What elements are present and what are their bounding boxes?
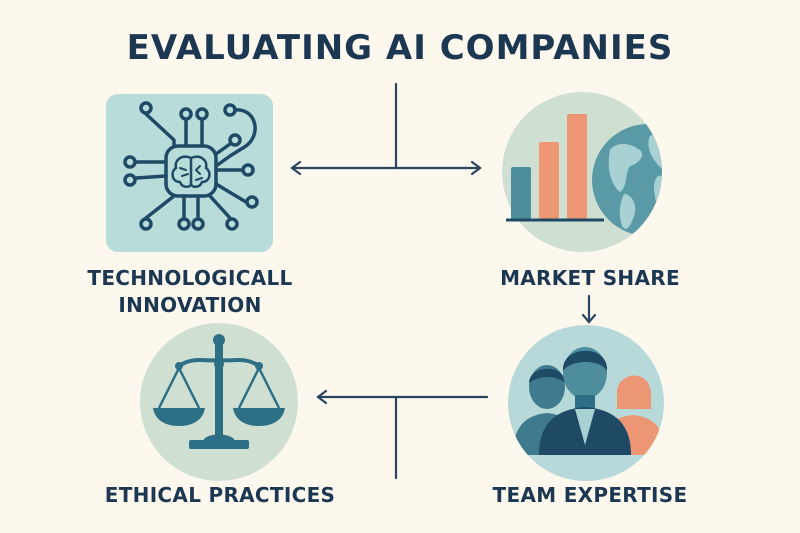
people-group-icon	[505, 325, 670, 485]
label-line-1: TECHNOLOGICALL	[87, 266, 293, 290]
label-team-expertise: TEAM EXPERTISE	[492, 483, 688, 507]
bar-chart-globe-icon	[500, 90, 680, 260]
label-ethical-practices: ETHICAL PRACTICES	[104, 483, 336, 507]
page-title: EVALUATING AI COMPANIES	[126, 28, 674, 68]
scales-of-justice-icon	[137, 322, 302, 482]
circuit-brain-icon	[106, 94, 273, 252]
label-market-share: MARKET SHARE	[500, 266, 680, 290]
label-line-2: INNOVATION	[118, 293, 262, 317]
label-technological-innovation: TECHNOLOGICALL INNOVATION	[60, 265, 320, 319]
